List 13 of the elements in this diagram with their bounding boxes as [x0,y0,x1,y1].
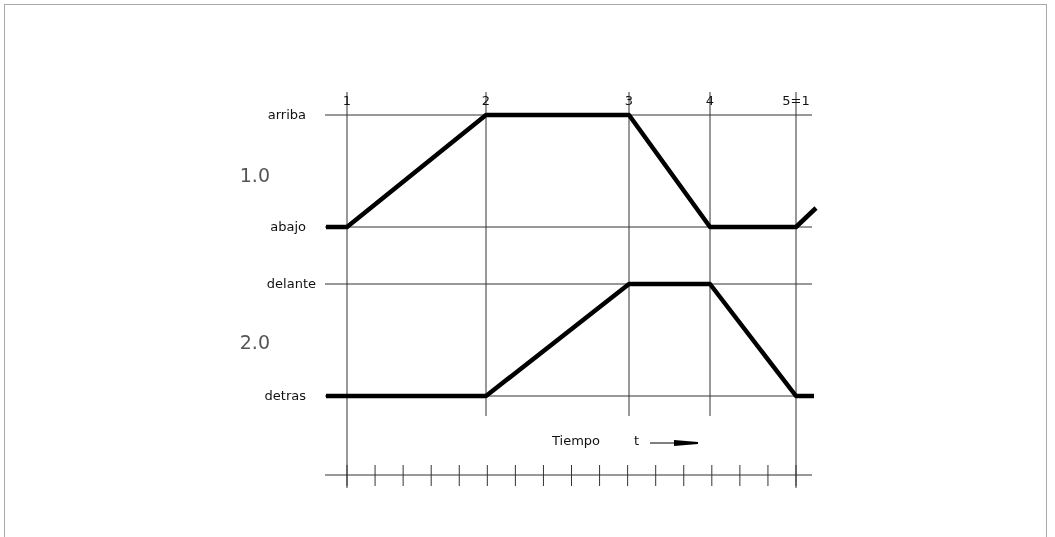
position-label: detras [264,388,306,404]
step-number: 2 [481,93,491,109]
position-label: delante [266,276,316,292]
axis-label: Tiempo [552,433,601,449]
position-label: arriba [267,107,306,123]
axis-label: t [634,433,640,449]
cylinder-label: 2.0 [239,331,270,353]
cylinder-label: 1.0 [239,164,270,186]
position-label: abajo [270,219,306,235]
step-number: 4 [705,93,715,109]
step-number: 1 [342,93,352,109]
step-number: 3 [624,93,634,109]
step-number: 5=1 [782,93,810,109]
